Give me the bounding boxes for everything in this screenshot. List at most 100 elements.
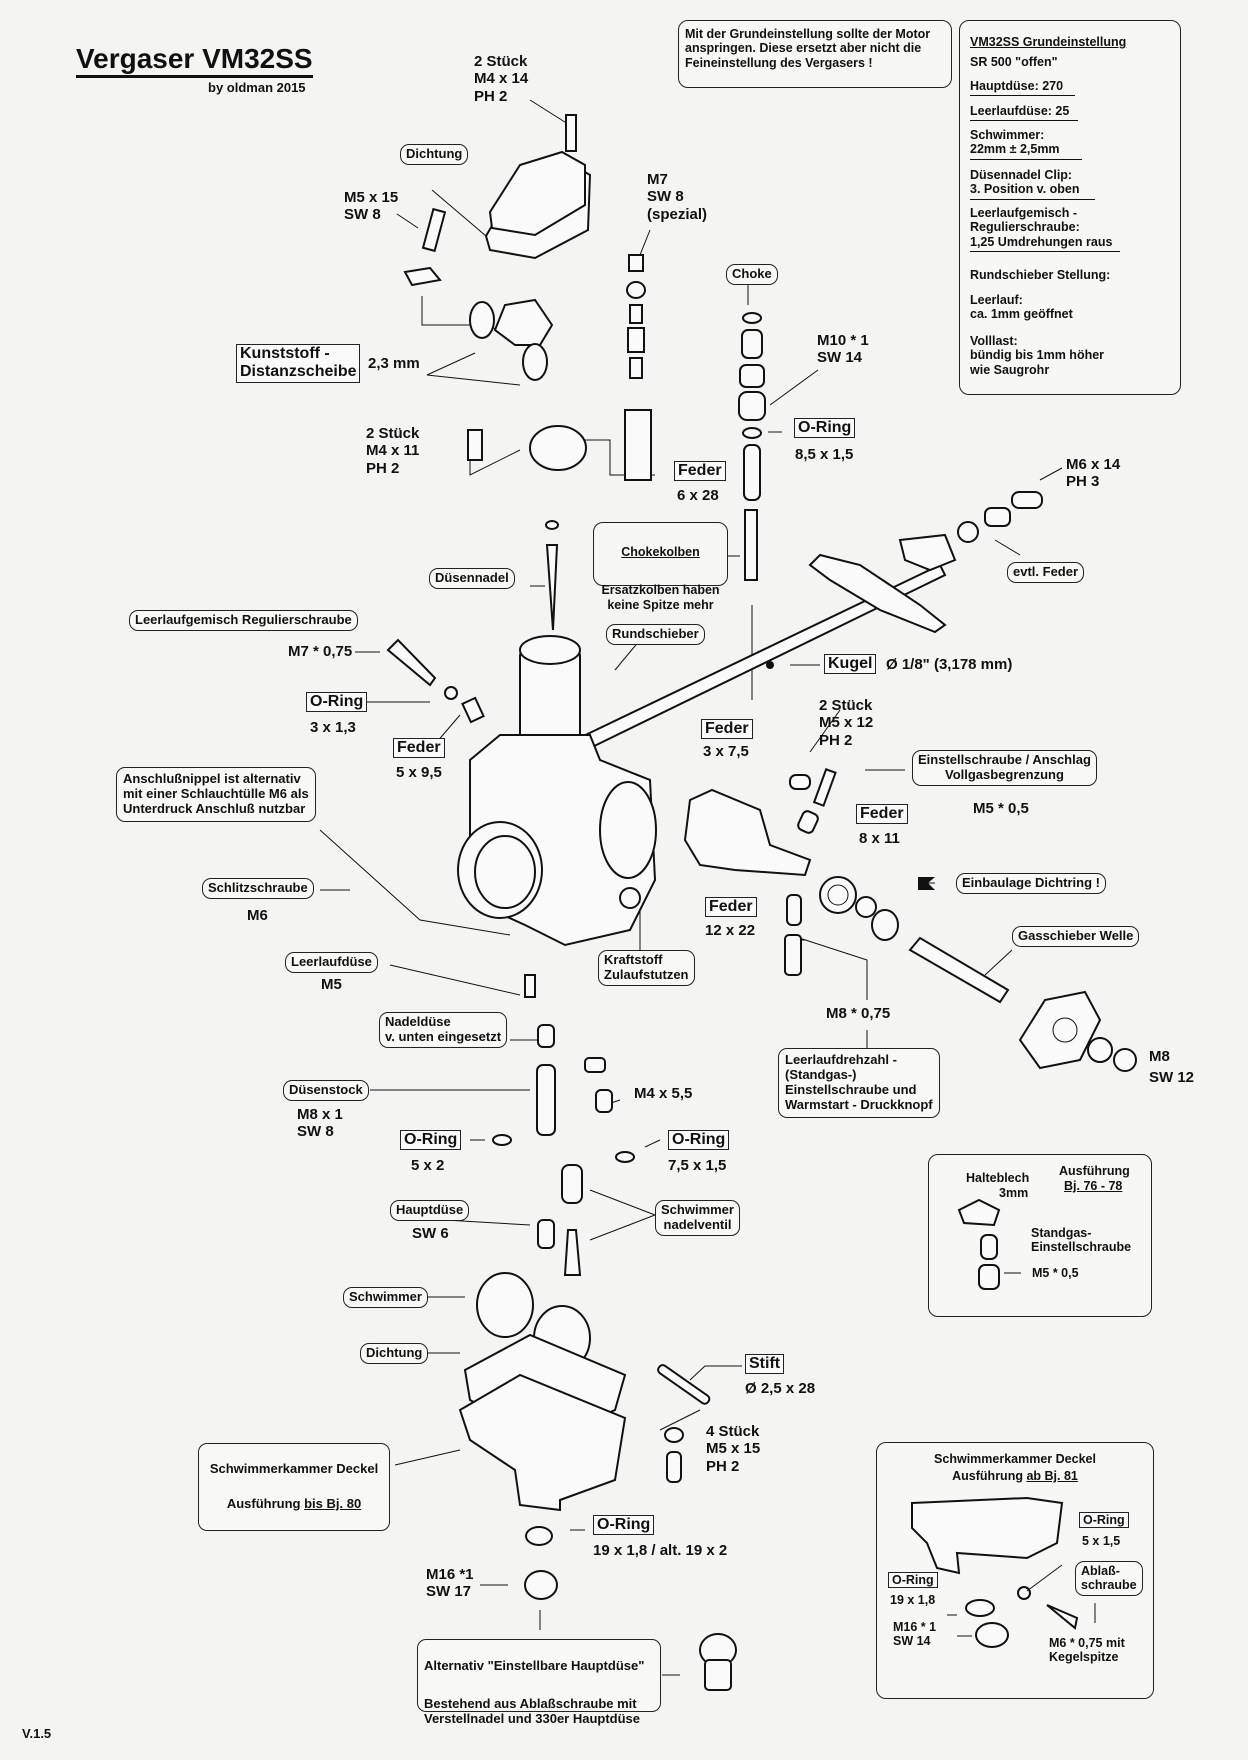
- jet-holder-size: M8 x 1 SW 8: [297, 1106, 343, 1141]
- settings-slide-position: Rundschieber Stellung:: [970, 268, 1111, 282]
- top-screw-label: 2 Stück M4 x 14 PH 2: [474, 53, 529, 105]
- seal-orientation-label: Einbaulage Dichtring !: [956, 873, 1106, 894]
- m10-label: M10 * 1 SW 14: [817, 332, 869, 367]
- choke-assembly: [738, 312, 766, 581]
- page-title: Vergaser VM32SS: [76, 43, 313, 78]
- spring-ball-label: Feder: [701, 719, 753, 740]
- settings-model: SR 500 "offen": [970, 55, 1058, 69]
- settings-main-jet: Hauptdüse: 270: [970, 79, 1075, 97]
- alt-title: Alternativ "Einstellbare Hauptdüse": [424, 1657, 645, 1673]
- choke-plunger-box: Chokekolben Ersatzkolben haben keine Spi…: [593, 522, 728, 612]
- pilot-jet-label: Leerlaufdüse: [285, 952, 378, 973]
- spring-ball-size: 3 x 7,5: [703, 743, 749, 760]
- spring-pilot-size: 5 x 9,5: [396, 764, 442, 781]
- spring-choke-size: 6 x 28: [677, 487, 719, 504]
- inset-drain-screw-size: M6 * 0,75 mit Kegelspitze: [1049, 1636, 1125, 1665]
- ball-size: Ø 1/8" (3,178 mm): [886, 656, 1013, 673]
- jet-stack: [492, 974, 635, 1276]
- alt-main-jet-box: Alternativ "Einstellbare Hauptdüse" Best…: [417, 1639, 661, 1726]
- oring-choke-label: O-Ring: [794, 418, 856, 439]
- settings-title: VM32SS Grundeinstellung: [970, 35, 1127, 49]
- inset-parts: [957, 1198, 1021, 1290]
- bowl-old-prefix: Ausführung: [226, 1495, 305, 1511]
- spring-idle-size: 12 x 22: [705, 922, 756, 939]
- spacer-size: 2,3 mm: [368, 355, 420, 372]
- oring-holder-size: 5 x 2: [411, 1157, 445, 1174]
- stop-screw-label: Einstellschraube / Anschlag Vollgasbegre…: [912, 750, 1097, 786]
- note-box: Mit der Grundeinstellung sollte der Moto…: [678, 20, 952, 88]
- slot-screw-label: Schlitzschraube: [202, 878, 314, 899]
- inset-81-years: ab Bj. 81: [1026, 1469, 1078, 1483]
- inset-81: Schwimmerkammer Deckel Ausführung ab Bj.…: [876, 1442, 1154, 1699]
- inset-81-parts: [911, 1496, 1096, 1648]
- oring-holder-label: O-Ring: [400, 1130, 462, 1151]
- plate-label: Halteblech: [966, 1171, 1030, 1185]
- standgas-screw-label: Standgas- Einstellschraube: [1031, 1226, 1132, 1255]
- carburetor-body: [457, 734, 657, 947]
- spacer-label: Kunststoff - Distanzscheibe: [236, 344, 361, 383]
- oring-drain-size: 19 x 1,8 / alt. 19 x 2: [593, 1542, 728, 1559]
- throttle-slide: [519, 635, 581, 751]
- nipple-note: Anschlußnippel ist alternativ mit einer …: [116, 767, 316, 822]
- drain-plug-label: M16 *1 SW 17: [426, 1566, 474, 1601]
- ball-label: Kugel: [824, 654, 877, 675]
- plate-size: 3mm: [999, 1186, 1029, 1200]
- m8-075-label: M8 * 0,75: [826, 1005, 891, 1022]
- top-gasket-label: Dichtung: [400, 144, 469, 165]
- main-jet-size: SW 6: [412, 1225, 449, 1242]
- bowl-screws-label: 4 Stück M5 x 15 PH 2: [706, 1423, 761, 1475]
- spring-idle-label: Feder: [705, 897, 757, 918]
- m4x55-label: M4 x 5,5: [634, 1085, 693, 1102]
- inset-76-78: Halteblech 3mm Ausführung Bj. 76 - 78 St…: [928, 1154, 1152, 1317]
- m5x15-label: M5 x 15 SW 8: [344, 189, 399, 224]
- inset-oring-small-label: O-Ring: [1079, 1512, 1129, 1529]
- stop-screw-size: M5 * 0,5: [973, 800, 1029, 817]
- throttle-shaft-label: Gasschieber Welle: [1012, 926, 1140, 947]
- m7-special-label: M7 SW 8 (spezial): [647, 171, 708, 223]
- inset-oring-small-size: 5 x 1,5: [1082, 1534, 1121, 1548]
- optional-spring-label: evtl. Feder: [1007, 562, 1085, 583]
- jet-needle-label: Düsennadel: [429, 568, 515, 589]
- lever-bracket: [683, 768, 837, 877]
- inset-drain-screw-label: Ablaß- schraube: [1075, 1561, 1143, 1596]
- pin-label: Stift: [745, 1354, 785, 1375]
- inset-oring-large-label: O-Ring: [888, 1572, 938, 1589]
- oring-valve-size: 7,5 x 1,5: [668, 1157, 727, 1174]
- bowl-old-box: Schwimmerkammer Deckel Ausführung bis Bj…: [198, 1443, 390, 1531]
- pilot-screw: [386, 638, 485, 724]
- settings-pilot-jet: Leerlaufdüse: 25: [970, 104, 1078, 122]
- variant-label: Ausführung: [1059, 1164, 1130, 1178]
- return-spring: [819, 876, 935, 941]
- throttle-lever-top: [808, 491, 1043, 634]
- plate-screw-label: 2 Stück M4 x 11 PH 2: [366, 425, 420, 477]
- alt-text: Bestehend aus Ablaßschraube mit Verstell…: [424, 1695, 641, 1726]
- cable-adjuster-parts: [403, 207, 652, 481]
- slide-label: Rundschieber: [606, 624, 705, 645]
- top-cover: [484, 114, 592, 260]
- m6x14-label: M6 x 14 PH 3: [1066, 456, 1121, 491]
- slot-screw-size: M6: [247, 907, 268, 924]
- float-bowl: [458, 1333, 737, 1691]
- idle-screw: [784, 894, 802, 976]
- inset-81-title: Schwimmerkammer Deckel: [934, 1452, 1096, 1466]
- pilot-screw-label: Leerlaufgemisch Regulierschraube: [129, 610, 358, 631]
- oring-valve-label: O-Ring: [668, 1130, 730, 1151]
- pilot-jet-size: M5: [321, 976, 342, 993]
- idle-screw-label: Leerlaufdrehzahl - (Standgas-) Einstells…: [778, 1048, 940, 1118]
- inset-81-variant: Ausführung: [952, 1469, 1027, 1483]
- jet-needle: [545, 520, 559, 631]
- bowl-gasket-label: Dichtung: [360, 1343, 429, 1364]
- bracket-screw-label: 2 Stück M5 x 12 PH 2: [819, 697, 874, 749]
- leader-lines: [319, 99, 1063, 1676]
- spring-stop-label: Feder: [856, 804, 908, 825]
- spring-choke-label: Feder: [674, 461, 726, 482]
- version-label: V.1.5: [22, 1726, 52, 1741]
- spring-pilot-label: Feder: [393, 738, 445, 759]
- shaft-and-cam: [908, 936, 1137, 1072]
- fuel-inlet-label: Kraftstoff Zulaufstutzen: [598, 950, 695, 986]
- oring-choke-size: 8,5 x 1,5: [795, 446, 854, 463]
- main-jet-label: Hauptdüse: [390, 1200, 470, 1221]
- pin-size: Ø 2,5 x 28: [745, 1380, 816, 1397]
- choke-plunger-text: Ersatzkolben haben keine Spitze mehr: [601, 583, 720, 612]
